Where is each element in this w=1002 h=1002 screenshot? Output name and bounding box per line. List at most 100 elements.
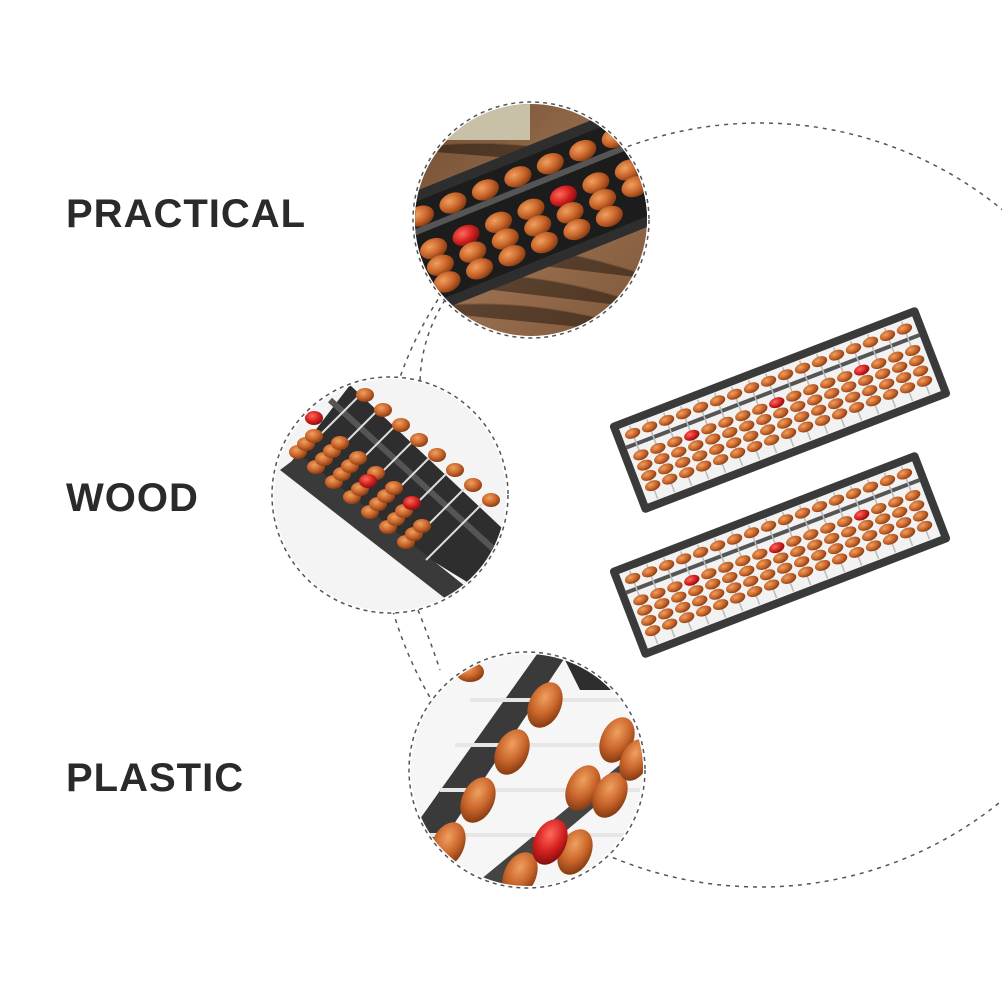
abacus-bead [871, 358, 887, 370]
abacus-product-top [609, 307, 951, 513]
abacus-bead [848, 401, 865, 413]
abacus-bead [874, 368, 891, 380]
abacus-bead [705, 578, 721, 590]
abacus-bead [739, 420, 755, 432]
abacus-bead [752, 548, 768, 560]
abacus-bead [840, 526, 857, 538]
abacus-bead [871, 503, 887, 515]
abacus-bead [823, 532, 840, 544]
abacus-bead [760, 375, 777, 387]
abacus-bead [891, 361, 908, 373]
abacus-bead [777, 514, 794, 526]
abacus-bead [658, 559, 675, 571]
abacus-bead [637, 459, 653, 471]
abacus-bead [827, 398, 844, 410]
abacus-bead [756, 413, 772, 425]
abacus-bead [688, 585, 704, 597]
abacus-bead [827, 543, 844, 555]
abacus-bead [803, 384, 819, 396]
abacus-bead [865, 540, 882, 552]
abacus-bead [743, 382, 760, 394]
feature-label-wood: WOOD [66, 476, 199, 520]
feature-label-practical: PRACTICAL [66, 192, 307, 236]
wood-detail-photo [271, 376, 509, 614]
abacus-bead [675, 408, 692, 420]
abacus-bead [861, 530, 878, 542]
abacus-bead [641, 566, 658, 578]
abacus-bead [882, 533, 899, 545]
abacus-bead [896, 323, 913, 335]
abacus-bead [667, 581, 683, 593]
abacus-bead [820, 377, 836, 389]
abacus-bead [712, 454, 729, 466]
abacus-bead [769, 542, 785, 554]
abacus-bead [769, 397, 785, 409]
abacus-bead [678, 467, 695, 479]
abacus-bead [845, 343, 862, 355]
abacus-bead [654, 453, 670, 465]
abacus-bead [840, 381, 857, 393]
abacus-bead [912, 365, 929, 377]
abacus-bead [837, 371, 853, 383]
abacus-bead [814, 559, 831, 571]
abacus-bead [810, 549, 827, 561]
abacus-bead [790, 400, 806, 412]
abacus-bead [633, 449, 649, 461]
abacus-bead [650, 587, 666, 599]
abacus-bead [810, 404, 827, 416]
abacus-bead [729, 592, 746, 604]
abacus-bead [888, 496, 904, 508]
abacus-bead [746, 441, 763, 453]
abacus-bead [675, 553, 692, 565]
abacus-bead [684, 429, 700, 441]
abacus-bead [688, 440, 704, 452]
feature-label-plastic: PLASTIC [66, 756, 245, 800]
abacus-bead [844, 391, 861, 403]
abacus-bead [908, 355, 925, 367]
abacus-bead [763, 434, 780, 446]
abacus-bead [678, 612, 695, 624]
abacus-bead [692, 546, 709, 558]
abacus-bead [899, 382, 916, 394]
abacus-bead [896, 468, 913, 480]
abacus-bead [726, 388, 743, 400]
abacus-bead [709, 540, 726, 552]
abacus-bead [718, 561, 734, 573]
abacus-bead [658, 608, 674, 620]
abacus-bead [712, 599, 729, 611]
abacus-bead [756, 558, 772, 570]
abacus-bead [675, 601, 691, 613]
abacus-bead [837, 516, 853, 528]
abacus-bead [878, 378, 895, 390]
plastic-detail-photo [408, 651, 646, 889]
abacus-bead [823, 387, 840, 399]
abacus-bead [794, 362, 811, 374]
abacus-bead [742, 430, 759, 442]
abacus-bead [763, 579, 780, 591]
abacus-bead [658, 463, 674, 475]
abacus-bead [695, 605, 712, 617]
abacus-bead [794, 507, 811, 519]
abacus-bead [644, 625, 661, 637]
abacus-bead [759, 569, 776, 581]
abacus-bead [739, 565, 755, 577]
abacus-bead [776, 562, 793, 574]
abacus-bead [661, 618, 678, 630]
abacus-bead [786, 535, 802, 547]
abacus-bead [773, 407, 789, 419]
abacus-bead [807, 394, 823, 406]
abacus-bead [790, 545, 806, 557]
abacus-bead [828, 349, 845, 361]
abacus-bead [882, 388, 899, 400]
abacus-bead [695, 460, 712, 472]
abacus-bead [725, 437, 742, 449]
abacus-bead [803, 529, 819, 541]
abacus-bead [692, 401, 709, 413]
abacus-bead [701, 568, 717, 580]
abacus-bead [722, 427, 738, 438]
abacus-bead [658, 414, 675, 426]
abacus-bead [780, 573, 797, 584]
abacus-bead [661, 473, 678, 485]
abacus-bead [797, 421, 814, 433]
abacus-bead [752, 403, 768, 415]
